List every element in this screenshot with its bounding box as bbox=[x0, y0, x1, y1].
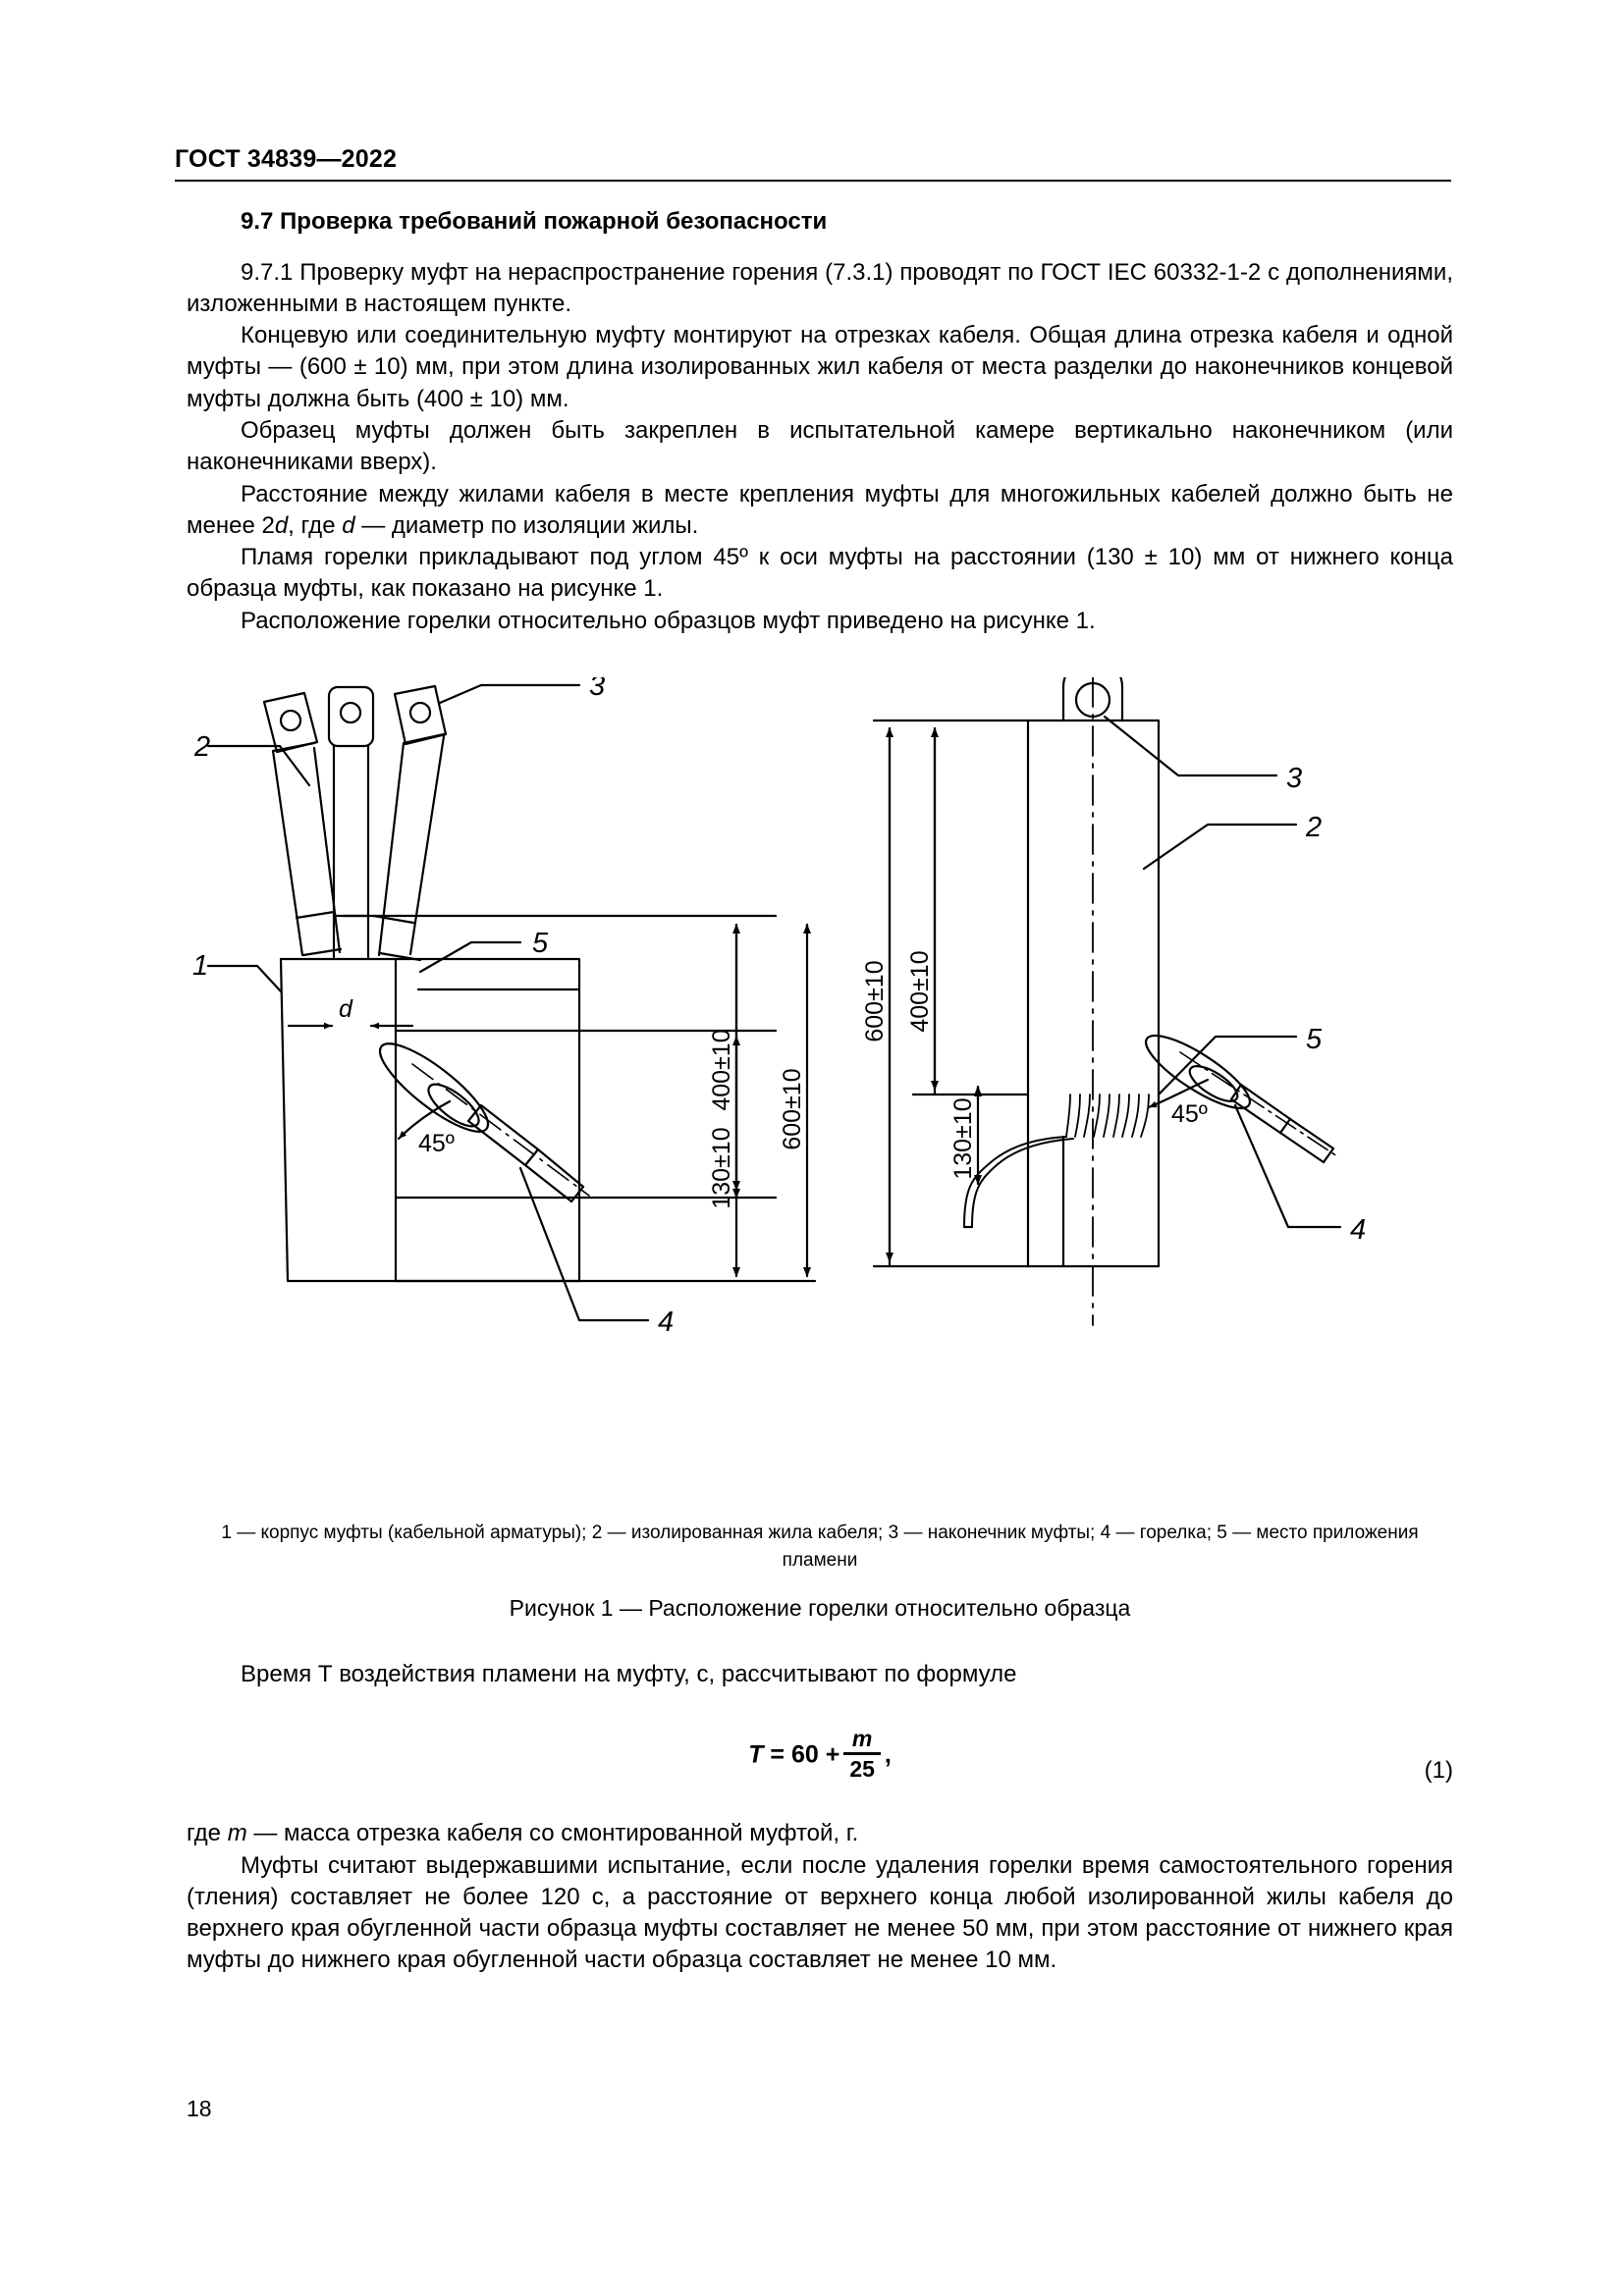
leader-label-2 bbox=[206, 744, 311, 787]
formula-numerator: m bbox=[851, 1726, 873, 1752]
figure-1-drawing: 2 3 1 5 4 d 400±10 600±10 130±10 45º 3 2… bbox=[187, 677, 1453, 1512]
formula-section: Время Т воздействия пламени на муфту, с,… bbox=[187, 1659, 1453, 1977]
left-core-lug-3 bbox=[377, 684, 448, 957]
core-spacing-prefix: Расстояние между жилами кабеля в месте к… bbox=[187, 480, 1453, 539]
formula-equals: = bbox=[770, 1740, 785, 1769]
symbol-m: m bbox=[227, 1820, 247, 1847]
dimension-400-right-label: 400±10 bbox=[906, 950, 934, 1032]
closing-paragraph: Муфты считают выдержавшими испытание, ес… bbox=[187, 1851, 1453, 1974]
formula-fraction: m 25 bbox=[843, 1728, 881, 1781]
fraction-bar bbox=[843, 1752, 881, 1756]
formula-expression: T = 60 + m 25, bbox=[187, 1728, 1453, 1783]
angle-label-left: 45º bbox=[418, 1130, 455, 1157]
braid-hatching bbox=[1065, 1094, 1150, 1138]
label-1-left: 1 bbox=[192, 950, 208, 982]
angle-label-right: 45º bbox=[1171, 1100, 1208, 1128]
burner-right bbox=[1144, 1034, 1338, 1164]
label-4-left: 4 bbox=[658, 1307, 674, 1338]
label-2-left: 2 bbox=[193, 731, 210, 763]
formula-constant: 60 bbox=[790, 1740, 819, 1769]
equation-number: (1) bbox=[1424, 1757, 1453, 1785]
formula-intro: Время Т воздействия пламени на муфту, с,… bbox=[241, 1661, 1017, 1687]
formula-where-line: где m — масса отрезка кабеля со смонтиро… bbox=[187, 1818, 1453, 1849]
leader-5-left bbox=[418, 940, 522, 974]
formula-plus: + bbox=[825, 1740, 840, 1769]
formula-row: T = 60 + m 25, (1) bbox=[187, 1724, 1453, 1818]
label-4-right: 4 bbox=[1350, 1214, 1366, 1246]
leader-label-1 bbox=[206, 964, 283, 993]
leader-label-4-right bbox=[1233, 1103, 1342, 1229]
core-spacing-middle: , где bbox=[288, 511, 343, 539]
leader-label-5-right bbox=[1157, 1035, 1298, 1096]
header-rule bbox=[175, 180, 1451, 182]
left-core-lug-1 bbox=[262, 691, 342, 957]
paragraph-coupling-mounting: Концевую или соединительную муфту монтир… bbox=[187, 322, 1453, 412]
angle-arc-left bbox=[397, 1099, 452, 1141]
label-2-right: 2 bbox=[1305, 812, 1322, 843]
running-head: ГОСТ 34839—2022 bbox=[175, 145, 398, 173]
paragraph-9-7-1: 9.7.1 Проверку муфт на нераспространение… bbox=[187, 258, 1453, 317]
figure-caption: Рисунок 1 — Расположение горелки относит… bbox=[509, 1595, 1131, 1621]
label-3-right: 3 bbox=[1286, 763, 1302, 794]
label-5-right: 5 bbox=[1306, 1024, 1323, 1055]
dimension-130-right bbox=[974, 1085, 982, 1186]
symbol-d-first: d bbox=[274, 511, 289, 539]
formula-denominator: 25 bbox=[849, 1756, 875, 1783]
paragraph-flame-angle: Пламя горелки прикладывают под углом 45º… bbox=[187, 544, 1453, 603]
formula-comma: , bbox=[884, 1740, 892, 1769]
dimension-400-left-label: 400±10 bbox=[708, 1029, 735, 1110]
dimension-600-right-label: 600±10 bbox=[861, 960, 889, 1041]
leader-label-4-left bbox=[518, 1166, 650, 1322]
section-heading: 9.7 Проверка требований пожарной безопас… bbox=[241, 208, 828, 235]
label-5-left: 5 bbox=[532, 928, 549, 959]
figure-legend: 1 — корпус муфты (кабельной арматуры); 2… bbox=[221, 1522, 1419, 1571]
page-number: 18 bbox=[187, 2096, 212, 2121]
core-spacing-suffix: — диаметр по изоляции жилы. bbox=[354, 511, 699, 539]
angle-arc-right bbox=[1147, 1078, 1210, 1109]
dimension-d-label: d bbox=[339, 995, 353, 1023]
figure-svg: 2 3 1 5 4 d 400±10 600±10 130±10 45º 3 2… bbox=[192, 677, 1366, 1338]
where-prefix: где bbox=[187, 1820, 228, 1847]
leader-label-5-left bbox=[401, 962, 579, 980]
burner-left bbox=[378, 1042, 590, 1203]
where-suffix: — масса отрезка кабеля со смонтированной… bbox=[246, 1820, 859, 1847]
paragraph-figure-reference: Расположение горелки относительно образц… bbox=[241, 607, 1096, 634]
paragraph-specimen-fixing: Образец муфты должен быть закреплен в ис… bbox=[187, 417, 1453, 476]
paragraph-core-spacing: Расстояние между жилами кабеля в месте к… bbox=[187, 479, 1453, 543]
sleeve-left bbox=[295, 910, 343, 957]
dimension-600-left-label: 600±10 bbox=[779, 1068, 806, 1149]
left-core-lug-2 bbox=[327, 685, 375, 959]
formula-lhs: T bbox=[748, 1740, 764, 1769]
label-3-left: 3 bbox=[589, 677, 605, 702]
leader-label-3 bbox=[438, 683, 581, 705]
symbol-d-second: d bbox=[342, 511, 355, 539]
coupling-body-left bbox=[279, 957, 581, 1283]
right-view bbox=[962, 677, 1161, 1326]
leader-label-2-right bbox=[1142, 823, 1298, 871]
dimension-130-left-label: 130±10 bbox=[708, 1127, 735, 1208]
dimension-130-right-label: 130±10 bbox=[949, 1097, 977, 1179]
leader-label-3-right bbox=[1103, 715, 1278, 777]
text-column: 9.7 Проверка требований пожарной безопас… bbox=[187, 206, 1453, 637]
